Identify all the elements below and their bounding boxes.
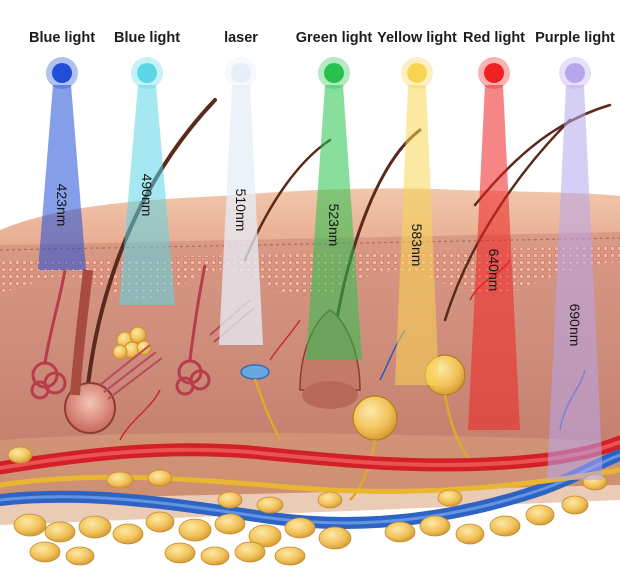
light-source-dot-1: [52, 63, 72, 83]
sebaceous-gland-icon: [112, 326, 152, 360]
light-name-label-4: Green light: [295, 30, 373, 46]
wavelength-label-1: 423nm: [54, 183, 70, 227]
light-source-dot-7: [565, 63, 585, 83]
light-beam-3: [219, 85, 263, 345]
light-source-dot-2: [137, 63, 157, 83]
light-name-label-5: Yellow light: [377, 30, 457, 46]
light-beams: [38, 85, 603, 480]
light-beam-6: [468, 85, 520, 430]
light-name-label-3: laser: [224, 30, 258, 46]
light-beam-5: [395, 85, 439, 385]
light-name-label-1: Blue light: [28, 30, 96, 46]
light-source-dot-3: [231, 63, 251, 83]
fat-cell-icon: [7, 446, 608, 566]
light-name-label-2: Blue light: [113, 30, 181, 46]
light-name-label-6: Red light: [462, 30, 526, 46]
wavelength-label-2: 490nm: [139, 173, 155, 217]
light-beam-2: [119, 85, 175, 305]
light-source-dot-4: [324, 63, 344, 83]
light-sources: [46, 57, 591, 89]
light-beam-4: [306, 85, 362, 360]
wavelength-label-4: 523nm: [326, 203, 342, 247]
wavelength-label-5: 583nm: [409, 223, 425, 267]
sweat-gland-icon: [30, 264, 211, 400]
light-beam-7: [547, 85, 603, 480]
light-source-dot-6: [484, 63, 504, 83]
wavelength-label-7: 690nm: [567, 303, 583, 347]
light-name-label-7: Purple light: [535, 30, 615, 46]
wavelength-label-3: 510nm: [233, 188, 249, 232]
wavelength-label-6: 640nm: [486, 248, 502, 292]
light-beam-1: [38, 85, 86, 270]
light-source-dot-5: [407, 63, 427, 83]
